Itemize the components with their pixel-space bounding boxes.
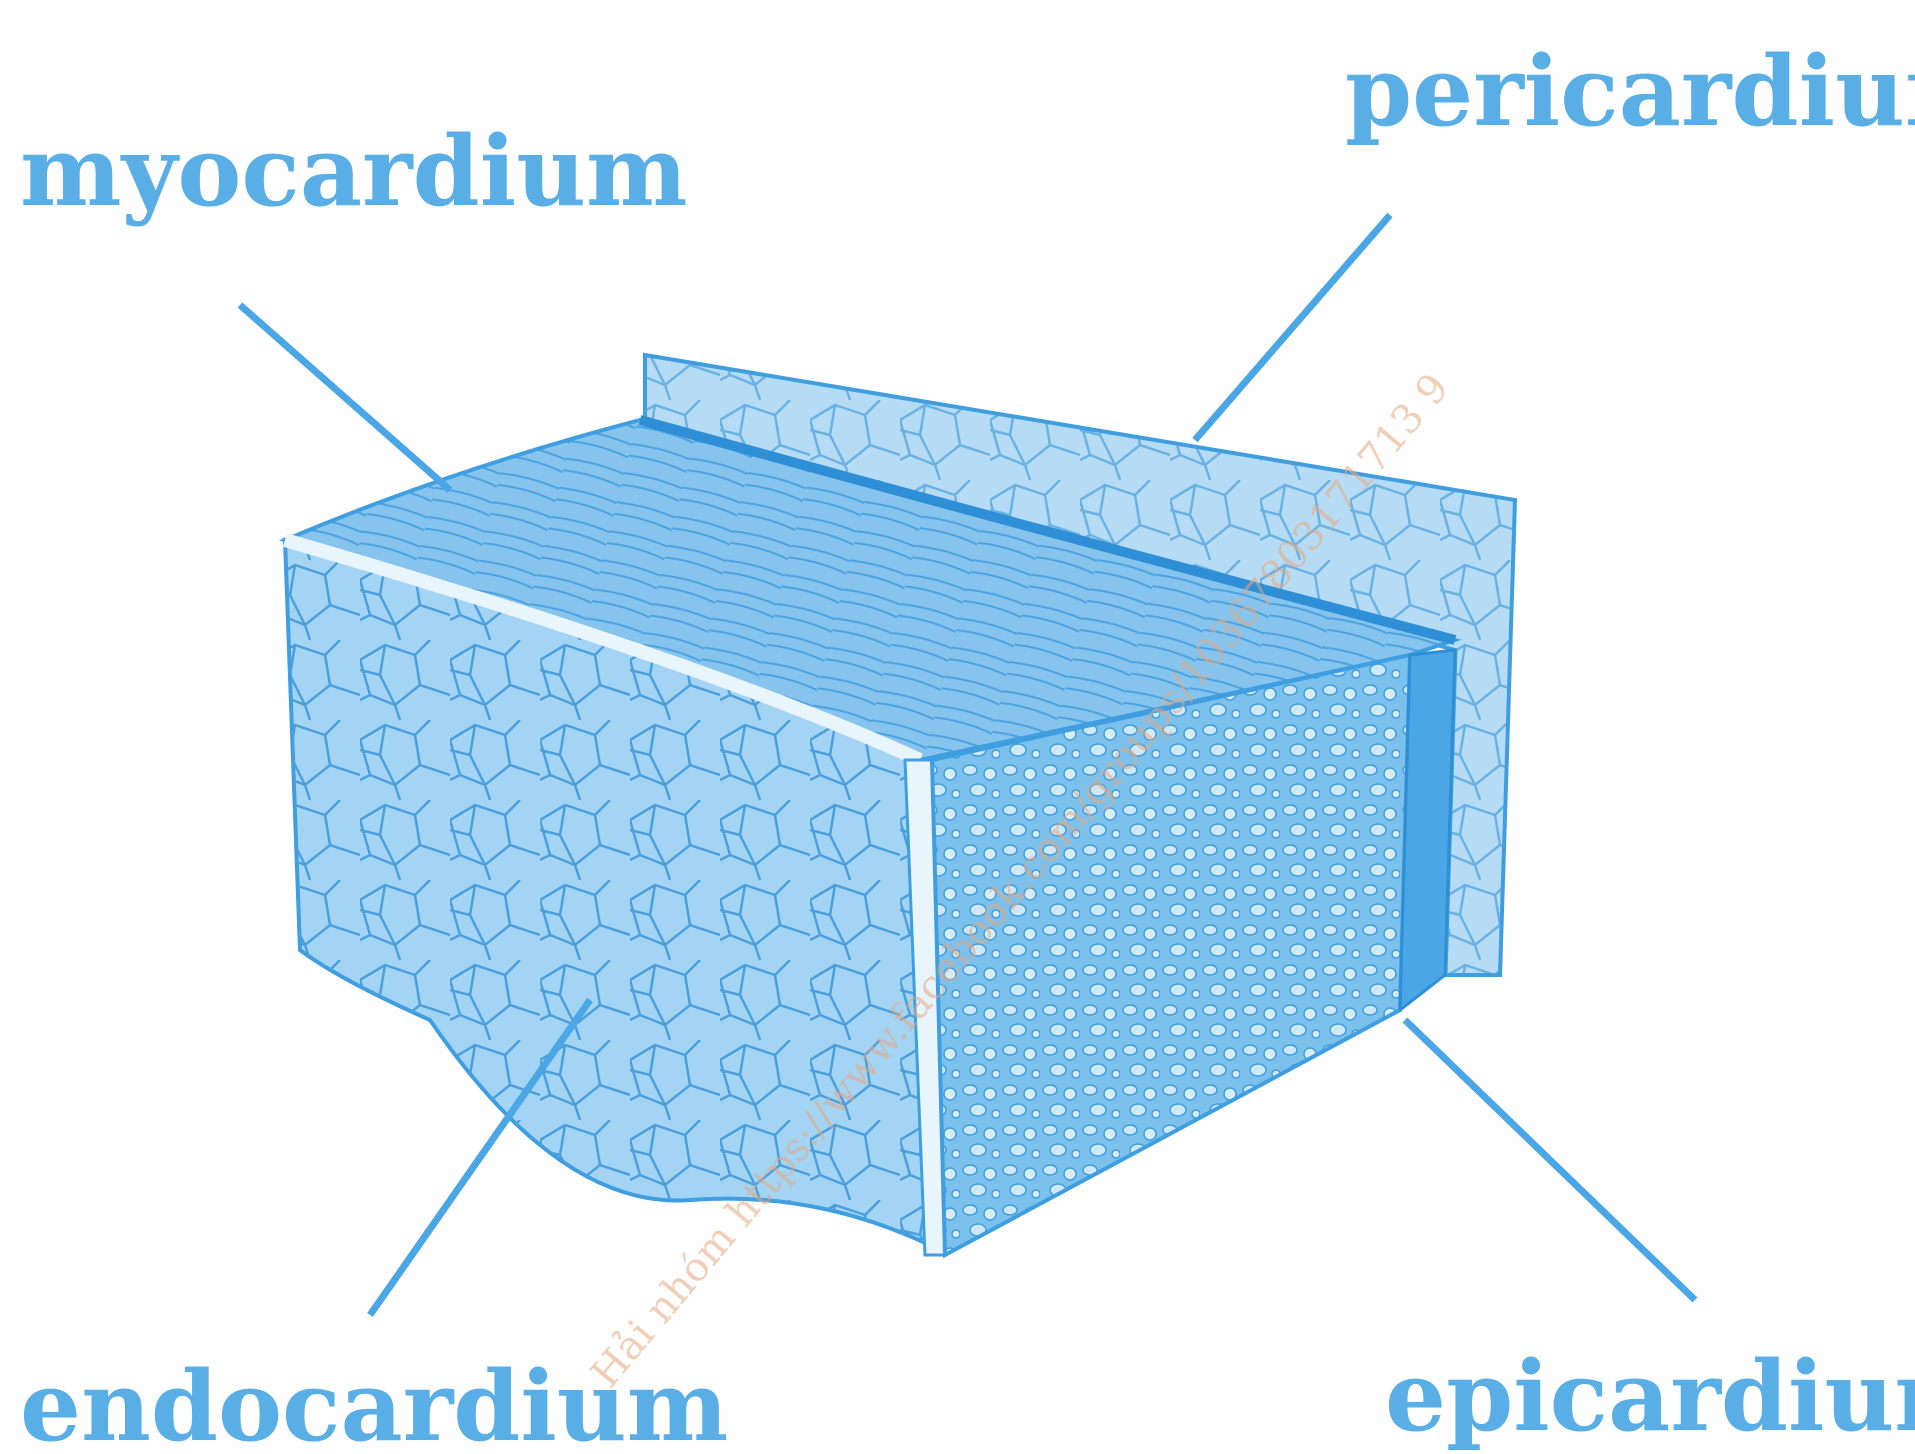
pericardium-label: pericardium <box>1345 35 1915 148</box>
myocardium-leader-line <box>240 305 450 490</box>
myocardium-label: myocardium <box>20 115 688 228</box>
epicardium-label: epicardium <box>1385 1340 1915 1453</box>
myocardium-face <box>932 655 1410 1255</box>
epicardium-leader-line <box>1405 1020 1695 1300</box>
pericardium-leader-line <box>1195 215 1390 440</box>
epicardium-layer <box>1400 650 1455 1010</box>
